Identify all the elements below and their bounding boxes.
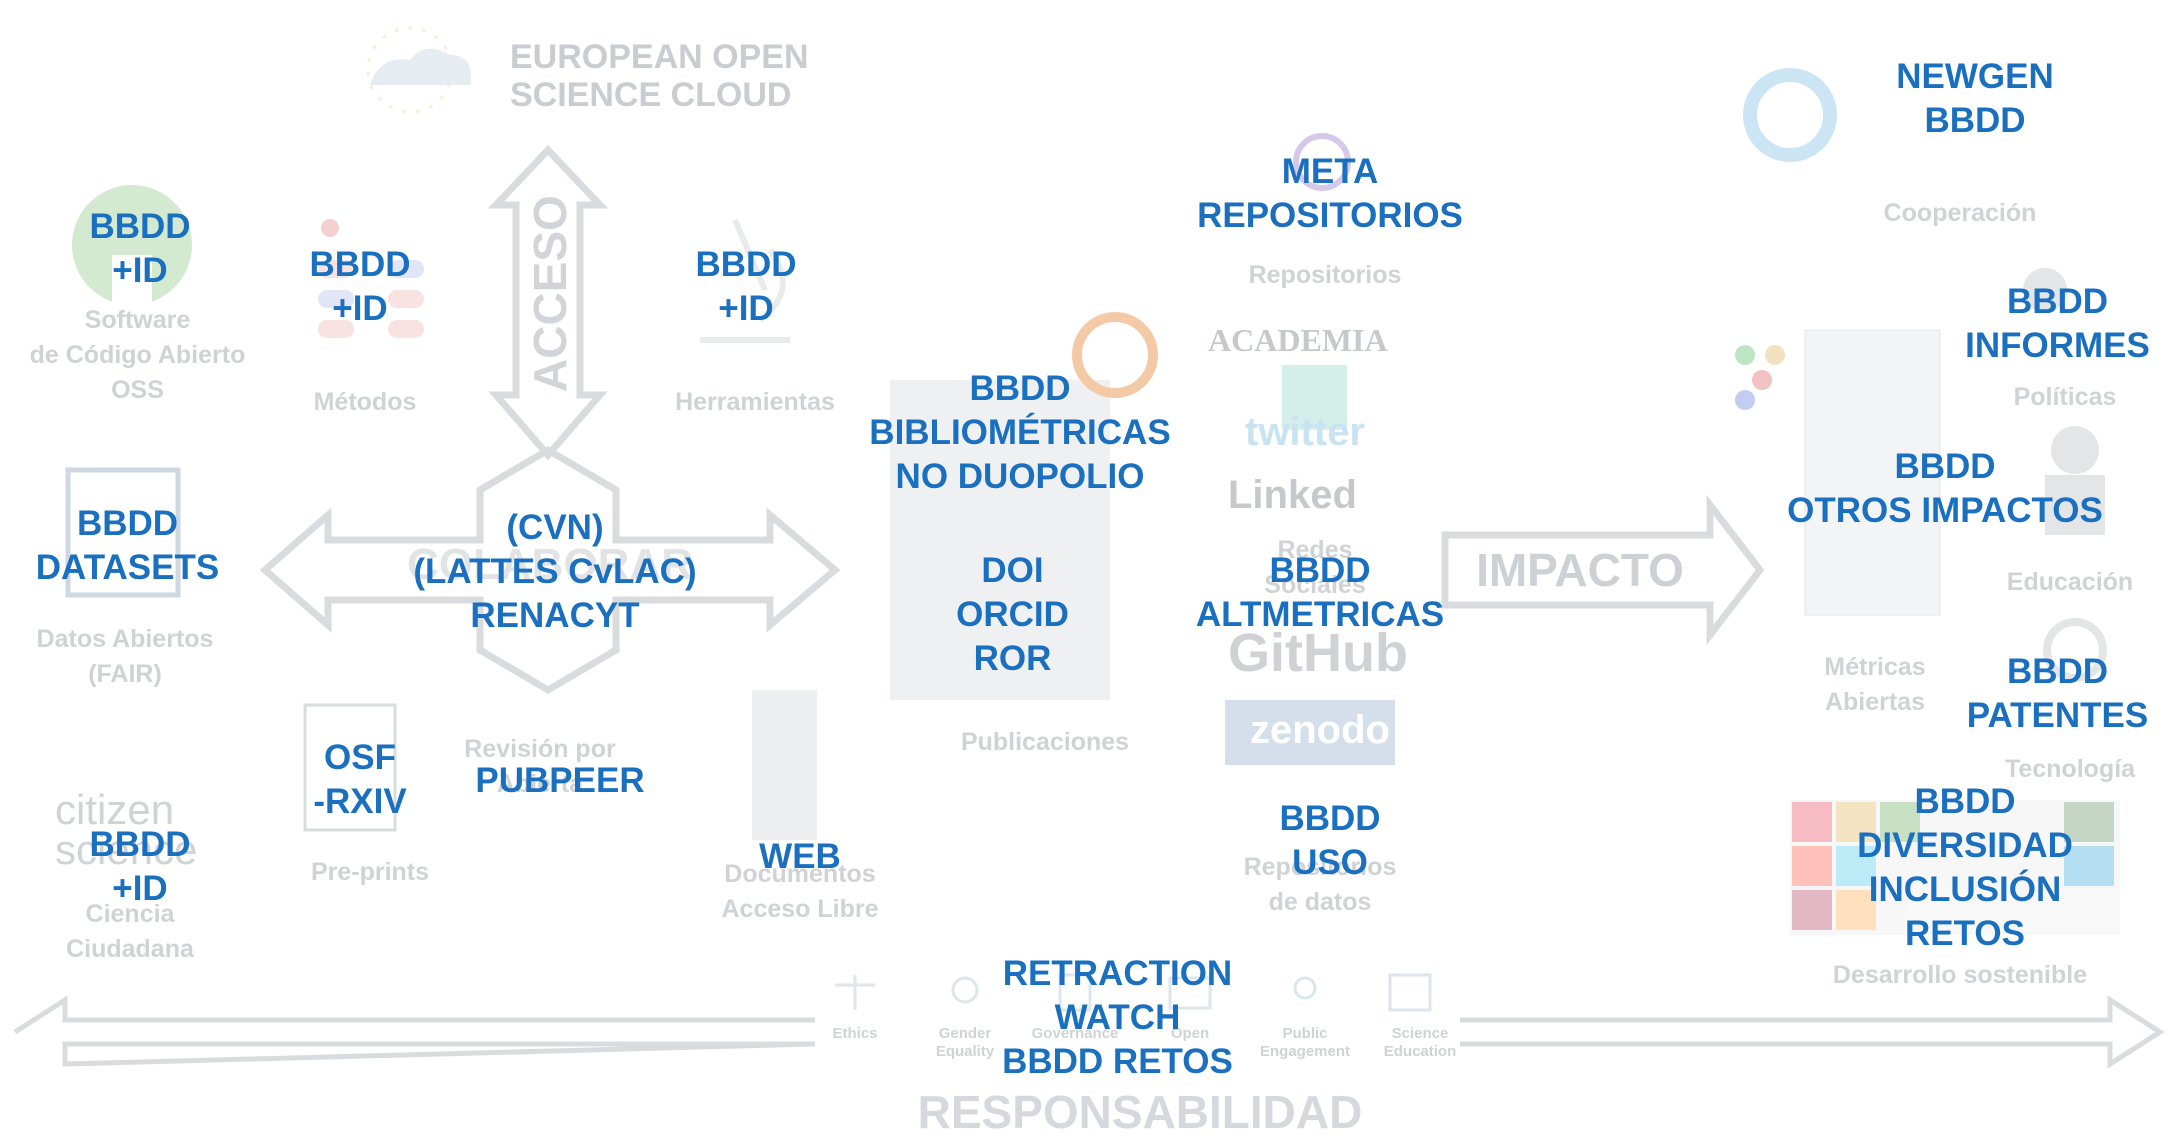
sdg-grid <box>1790 800 2120 935</box>
science-edu-caption: Science Education <box>1383 1025 1457 1060</box>
zenodo-box <box>1225 700 1395 765</box>
newgen-label: NEWGEN BBDD <box>1896 57 2054 140</box>
educacion-caption: Educación <box>2006 568 2134 596</box>
meta-repositorios-label: META REPOSITORIOS <box>1197 152 1463 235</box>
metodos-toggle-icon <box>318 219 424 338</box>
open-caption: Open <box>1170 1025 1210 1042</box>
educacion-person-icon <box>2051 426 2099 474</box>
tecnologia-robot-icon <box>2043 618 2107 682</box>
documentos-caption: Documentos Acceso Libre <box>721 860 879 923</box>
datasets-bbdd-label: BBDD DATASETS <box>35 504 220 587</box>
impacto-label: IMPACTO <box>1476 544 1684 596</box>
software-caption: Software de Código Abierto OSS <box>29 306 246 404</box>
twitter-logo: twitter <box>1245 410 1365 454</box>
metricas-caption: Métricas Abiertas <box>1824 653 1926 716</box>
altmetricas-label: BBDD ALTMETRICAS <box>1195 551 1445 634</box>
responsabilidad-icons <box>835 973 1432 1012</box>
datos-abiertos-icon <box>65 467 181 598</box>
politicas-person-icon <box>2023 268 2067 312</box>
diversidad-label: BBDD DIVERSIDAD INCLUSIÓN RETOS <box>1857 782 2073 953</box>
preprint-icon <box>303 703 397 832</box>
open-access-icon <box>1072 312 1158 398</box>
ciencia-caption: Ciencia Ciudadana <box>66 900 194 963</box>
researchgate-box <box>1282 365 1347 430</box>
repositorios-logo-icon <box>1293 133 1351 191</box>
politicas-caption: Políticas <box>2013 383 2117 411</box>
uso-label: BBDD USO <box>1279 799 1381 882</box>
preprints-caption: Pre-prints <box>310 858 430 886</box>
altmetric-flower-icon <box>1735 345 1785 410</box>
redes-caption: Redes Sociales <box>1264 536 1366 599</box>
datos-abiertos-caption: Datos Abiertos (FAIR) <box>36 625 214 688</box>
otros-impactos-label: BBDD OTROS IMPACTOS <box>1787 447 2103 530</box>
patentes-label: BBDD PATENTES <box>1966 652 2149 735</box>
linkedin-logo: Linked <box>1228 473 1357 517</box>
responsabilidad-label: RESPONSABILIDAD <box>917 1086 1363 1138</box>
public-caption: Public Engagement <box>1259 1025 1350 1060</box>
ethics-caption: Ethics <box>832 1025 878 1042</box>
software-logo-icon <box>72 185 192 310</box>
publicaciones-cover-icon <box>890 380 1110 700</box>
colaborar-label: COLABORAR <box>407 540 693 589</box>
web-label: WEB <box>759 837 841 876</box>
reproduce-cycle-icon <box>1743 68 1837 162</box>
gender-caption: Gender Equality <box>935 1025 995 1060</box>
eosc-logo-icon <box>366 26 471 114</box>
desarrollo-caption: Desarrollo sostenible <box>1832 961 2088 989</box>
osf-label: OSF -RXIV <box>313 738 407 821</box>
repos-datos-caption: Repositorios de datos <box>1243 853 1397 916</box>
software-bbdd-label: BBDD +ID <box>89 207 191 290</box>
colaborar-arrow <box>259 445 841 695</box>
responsabilidad-arrow <box>13 995 2165 1069</box>
microscope-icon <box>700 218 790 343</box>
bibliometricas-label: BBDD BIBLIOMÉTRICAS NO DUOPOLIO <box>869 369 1171 496</box>
eosc-title: EUROPEAN OPEN SCIENCE CLOUD <box>510 38 809 114</box>
ciudadana-bbdd-label: BBDD +ID <box>89 825 191 908</box>
doi-orcid-ror-label: DOI ORCID ROR <box>956 551 1069 678</box>
zenodo-logo: zenodo <box>1250 708 1390 752</box>
repositorios-caption: Repositorios <box>1248 261 1402 289</box>
github-logo: GitHub <box>1228 623 1408 683</box>
publicaciones-caption: Publicaciones <box>960 728 1130 756</box>
academia-logo: ACADEMIA <box>1208 322 1388 358</box>
governance-caption: Governance <box>1031 1025 1119 1042</box>
impacto-arrow <box>1441 494 1765 646</box>
herramientas-caption: Herramientas <box>675 388 835 416</box>
retraction-watch-label: RETRACTION WATCH BBDD RETOS <box>1002 954 1233 1081</box>
acceso-arrow <box>487 144 609 461</box>
cvn-label: (CVN) (LATTES CvLAC) RENACYT <box>413 508 697 635</box>
metricas-card <box>1804 329 1941 616</box>
citizen-logo: citizen science <box>55 786 198 873</box>
herramientas-bbdd-label: BBDD +ID <box>695 245 797 328</box>
pubpeer-label: PUBPEER <box>475 761 645 800</box>
metodos-caption: Métodos <box>313 388 417 416</box>
metodos-bbdd-label: BBDD +ID <box>309 245 411 328</box>
cooperacion-caption: Cooperación <box>1883 199 2037 227</box>
revision-caption: Revisión por Abierta <box>464 735 616 798</box>
documentos-icon <box>752 690 817 840</box>
informes-label: BBDD INFORMES <box>1965 282 2150 365</box>
acceso-label: ACCESO <box>524 195 576 392</box>
tecnologia-caption: Tecnología <box>2004 755 2136 783</box>
